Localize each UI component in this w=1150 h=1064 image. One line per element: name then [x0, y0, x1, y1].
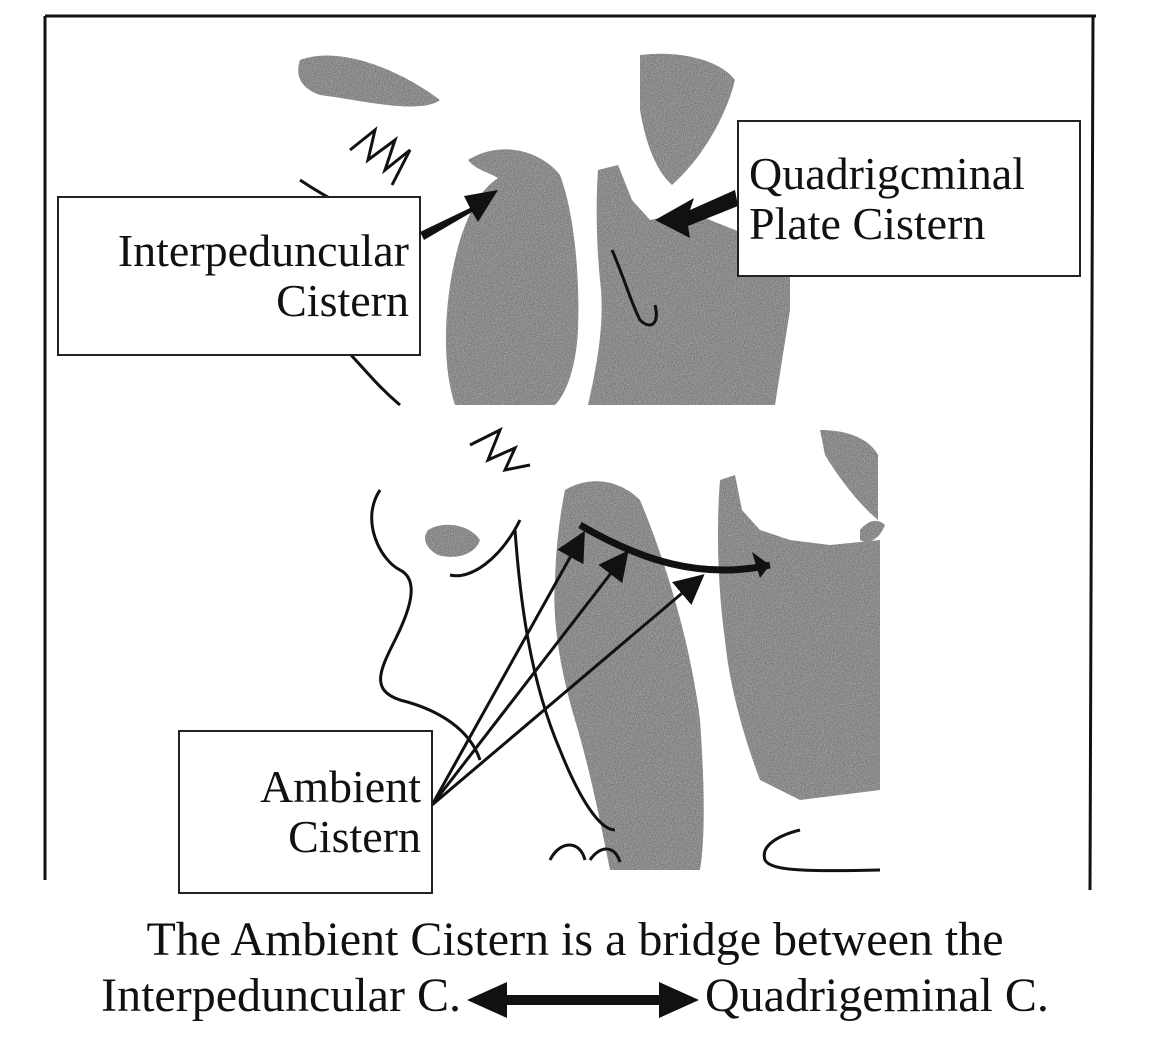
caption-line-2: Interpeduncular C. Quadrigeminal C. — [0, 968, 1150, 1024]
caption-line-1: The Ambient Cistern is a bridge between … — [146, 913, 1004, 966]
quadrigeminal-label-line1: Quadrigcminal — [749, 147, 1025, 199]
bottom-panel-tissue — [425, 430, 885, 870]
ambient-label-line2: Cistern — [288, 811, 421, 862]
interpeduncular-label-line1: Interpeduncular — [117, 225, 409, 276]
caption-left-term: Interpeduncular C. — [101, 969, 461, 1022]
bottom-panel-outlines — [370, 426, 881, 873]
ambient-cistern-label: Ambient Cistern — [178, 730, 433, 894]
panel-frame — [43, 14, 1096, 891]
double-headed-arrow-icon — [466, 981, 699, 1018]
caption-right-term: Quadrigeminal C. — [704, 969, 1049, 1022]
figure-caption: The Ambient Cistern is a bridge between … — [0, 912, 1150, 1024]
top-panel-arrows — [420, 190, 738, 240]
interpeduncular-label-line2: Cistern — [276, 275, 409, 326]
bottom-panel-arrows — [430, 521, 771, 807]
interpeduncular-cistern-label: Interpeduncular Cistern — [57, 196, 421, 356]
ambient-label-line1: Ambient — [260, 761, 421, 812]
quadrigeminal-plate-cistern-label: Quadrigcminal Plate Cistern — [737, 120, 1081, 277]
quadrigeminal-label-line2: Plate Cistern — [749, 197, 986, 249]
